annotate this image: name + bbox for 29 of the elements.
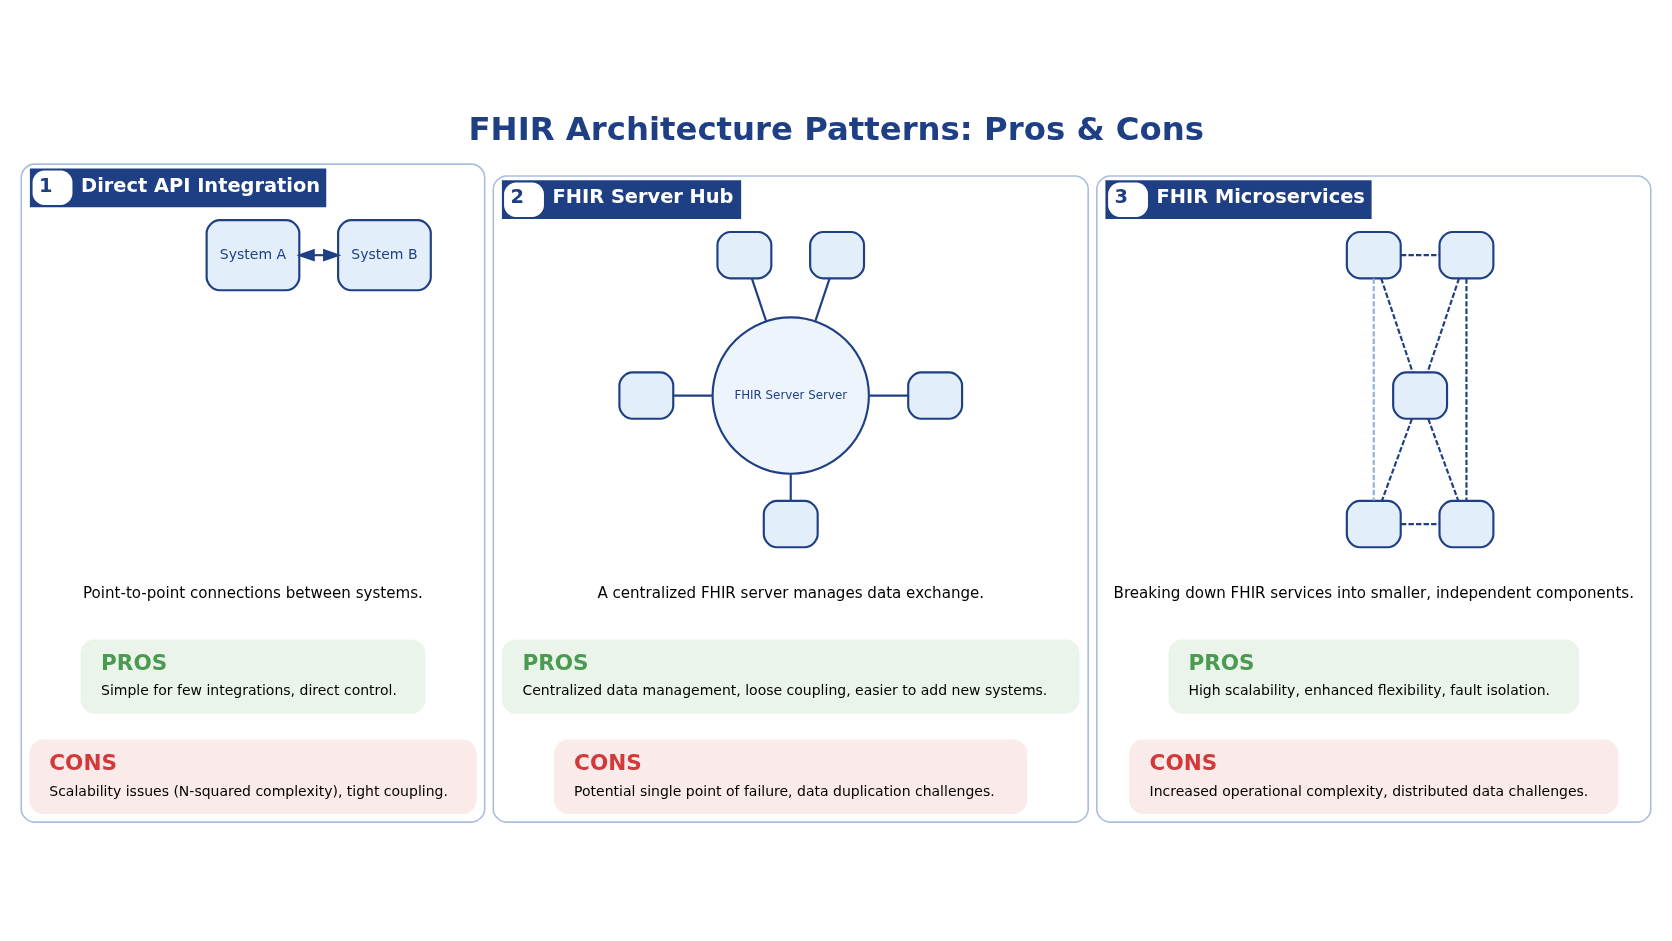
node-box xyxy=(716,230,773,279)
node-box xyxy=(762,499,819,548)
node-text: Breaking down FHIR services into smaller, independent components. xyxy=(1113,583,1634,602)
connector xyxy=(869,394,908,397)
node-box xyxy=(618,370,675,420)
node-text: Point-to-point connections between systems. xyxy=(83,583,423,602)
connector xyxy=(750,277,768,321)
node-box xyxy=(1438,499,1495,548)
node-box: System B xyxy=(337,218,432,291)
connector xyxy=(1372,278,1375,501)
node-box: System A xyxy=(205,218,301,291)
node-circle: FHIR Server Server xyxy=(711,315,870,475)
connector xyxy=(1380,277,1414,373)
node-box xyxy=(1392,370,1449,420)
connector xyxy=(1381,418,1413,501)
connector xyxy=(789,473,792,501)
arrow xyxy=(296,248,342,262)
node-box xyxy=(809,230,866,279)
node-box xyxy=(1438,230,1495,279)
connector xyxy=(1427,418,1460,501)
connector xyxy=(1426,277,1461,373)
node-box xyxy=(1345,230,1402,279)
connector xyxy=(1465,278,1468,501)
diagram-title: FHIR Architecture Patterns: Pros & Cons xyxy=(468,109,1205,148)
connector xyxy=(814,277,831,321)
node-text: A centralized FHIR server manages data exchange. xyxy=(597,583,985,602)
node-box xyxy=(907,370,964,420)
node-box xyxy=(1345,499,1402,548)
connector xyxy=(673,394,712,397)
